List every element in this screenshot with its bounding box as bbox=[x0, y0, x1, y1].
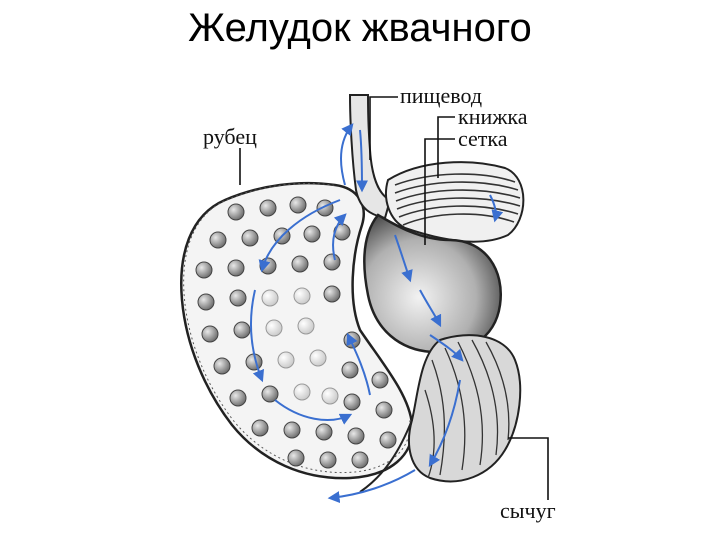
leader-abomasum bbox=[508, 438, 548, 500]
label-reticulum: сетка bbox=[458, 126, 508, 151]
label-abomasum: сычуг bbox=[500, 498, 556, 523]
leader-esophagus bbox=[370, 97, 398, 160]
label-rumen: рубец bbox=[203, 124, 257, 149]
